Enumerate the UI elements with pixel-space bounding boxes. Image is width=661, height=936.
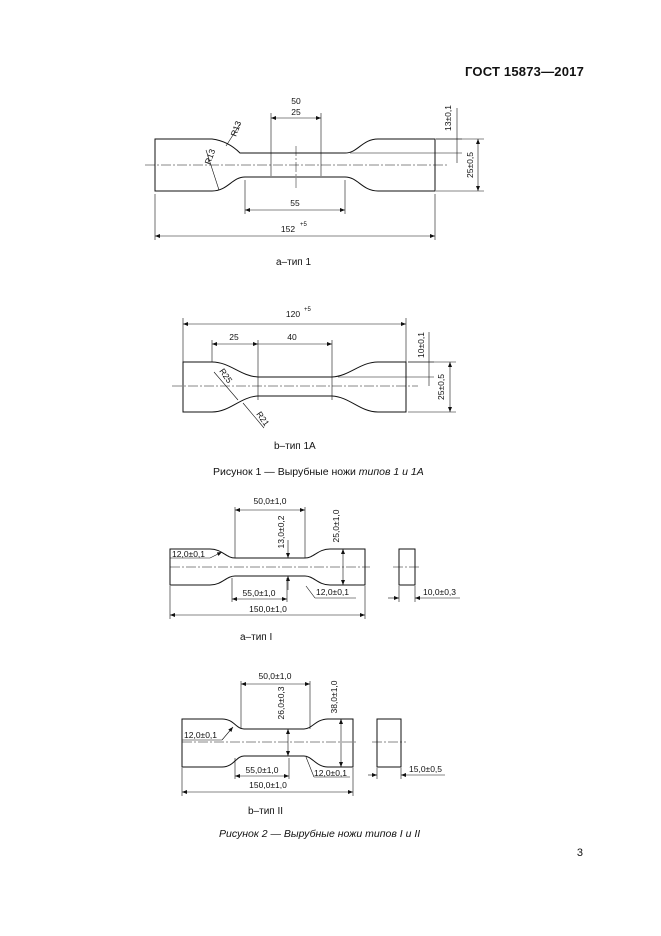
radius-r25: R25 — [217, 366, 234, 385]
radius-r13-lower: R13 — [202, 147, 217, 165]
dim-26-tol: 26,0±0,3 — [276, 686, 286, 719]
dim-38-tol: 38,0±1,0 — [329, 680, 339, 713]
dim-50: 50 — [291, 96, 301, 106]
dim-12-right: 12,0±0,1 — [314, 768, 347, 778]
figure-2-caption: Рисунок 2 — Вырубные ножи типов I и II — [219, 828, 421, 840]
radius-r21: R21 — [254, 409, 271, 428]
specimen-outline-type-1 — [154, 138, 436, 192]
dim-150-tol: 150,0±1,0 — [249, 780, 287, 790]
dim-25: 25 — [229, 332, 239, 342]
dim-25-tol: 25,0±1,0 — [331, 509, 341, 542]
document-standard-number: ГОСТ 15873—2017 — [465, 64, 584, 79]
dim-25: 25 — [291, 107, 301, 117]
dim-25-tol: 25±0,5 — [465, 152, 475, 178]
dim-55: 55 — [290, 198, 300, 208]
blade-profile-type-II — [376, 718, 402, 768]
specimen-outline-type-1a — [182, 361, 407, 413]
specimen-outline-type-II — [181, 718, 354, 768]
dim-15-tol: 15,0±0,5 — [409, 764, 442, 774]
dim-40: 40 — [287, 332, 297, 342]
caption-type-I: a–тип I — [240, 632, 273, 643]
dim-12-left: 12,0±0,1 — [184, 730, 217, 740]
caption-type-II: b–тип II — [248, 806, 284, 817]
dim-50-tol: 50,0±1,0 — [258, 671, 291, 681]
drawing-type-1a: 120 +5 25 40 R25 R21 10±0,1 25±0,5 — [172, 307, 456, 429]
figure-1-caption-suffix: типов 1 и 1А — [358, 466, 424, 478]
dim-152-tolerance: +5 — [300, 222, 308, 228]
figure-1-caption: Рисунок 1 — Вырубные ножи типов 1 и 1А — [213, 466, 424, 478]
dim-55-tol: 55,0±1,0 — [245, 765, 278, 775]
drawing-type-II: 50,0±1,0 26,0±0,3 38,0±1,0 12,0±0,1 55,0… — [181, 671, 445, 796]
dim-13-tol: 13±0,1 — [443, 105, 453, 131]
dim-12-right: 12,0±0,1 — [316, 587, 349, 597]
caption-type-1: a–тип 1 — [276, 257, 312, 268]
dim-120-tolerance: +5 — [304, 307, 312, 313]
dim-150-tol: 150,0±1,0 — [249, 604, 287, 614]
drawing-type-1: 50 25 R13 R13 55 152 +5 13±0,1 25±0,5 — [145, 96, 484, 240]
dim-152: 152 — [281, 224, 295, 234]
dim-13-tol: 13,0±0,2 — [276, 515, 286, 548]
dim-50-tol: 50,0±1,0 — [253, 496, 286, 506]
dim-10-tol: 10,0±0,3 — [423, 587, 456, 597]
dim-12-left: 12,0±0,1 — [172, 549, 205, 559]
specimen-outline-type-I — [169, 548, 366, 586]
page-number: 3 — [576, 847, 583, 859]
radius-r13-upper: R13 — [228, 119, 243, 137]
dim-55-tol: 55,0±1,0 — [242, 588, 275, 598]
figure-1-caption-prefix: Рисунок 1 — Вырубные ножи — [213, 466, 359, 478]
caption-type-1a: b–тип 1А — [274, 441, 316, 452]
dim-25-tol: 25±0,5 — [436, 374, 446, 400]
dim-120: 120 — [286, 309, 300, 319]
drawing-type-I: 50,0±1,0 13,0±0,2 25,0±1,0 12,0±0,1 55,0… — [169, 496, 460, 619]
dim-10-tol: 10±0,1 — [416, 332, 426, 358]
